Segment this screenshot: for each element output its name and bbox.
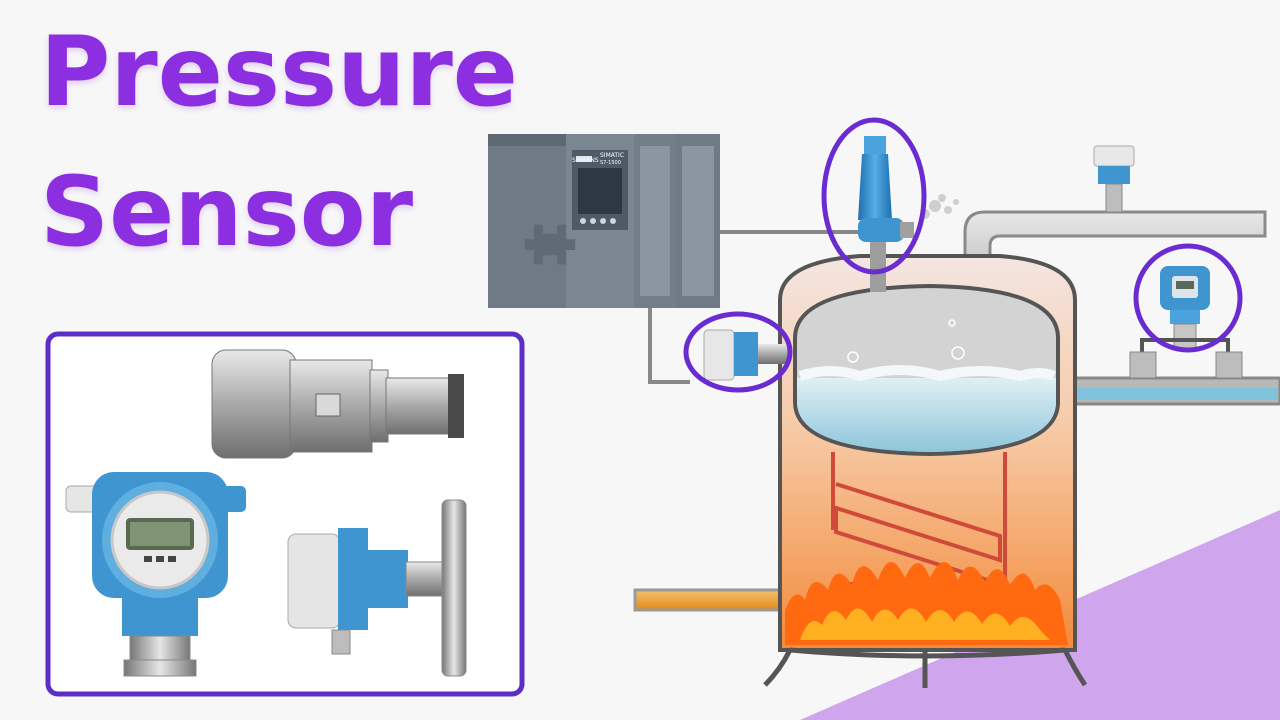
- steam-pipe: [963, 210, 1267, 294]
- flame-icon: [785, 561, 1068, 645]
- plc-brand-label: SIEMENS: [572, 157, 599, 164]
- tank-pressure-sensor-icon: [703, 329, 788, 381]
- sensor-types-inset: [45, 331, 525, 697]
- pressure-transmitter-icon: [1129, 266, 1243, 379]
- water-pipe: [1046, 376, 1280, 406]
- sensor-highlight-ring: [683, 311, 793, 393]
- fuel-pipe: [633, 588, 787, 612]
- digital-pressure-transmitter-icon: [65, 472, 246, 677]
- plc-model-line-2: S7-1500: [600, 160, 621, 166]
- title-line-1: Pressure: [40, 16, 518, 128]
- boiler-tank-icon: [763, 254, 1088, 688]
- threaded-pressure-sensor-icon: [211, 349, 464, 459]
- valve-highlight-ring: [821, 117, 927, 275]
- signal-wires: [648, 230, 860, 384]
- pipe-pressure-gauge-icon: [1093, 145, 1135, 213]
- plc-controller-icon: SIEMENS SIMATIC S7-1500: [488, 134, 720, 308]
- title-line-2: Sensor: [40, 156, 414, 268]
- pressure-relief-valve-icon: [858, 136, 959, 292]
- flange-pressure-sensor-icon: [287, 499, 467, 677]
- transmitter-highlight-ring: [1133, 243, 1243, 353]
- highlight-rings: [683, 117, 1243, 393]
- plc-model-line-1: SIMATIC: [600, 152, 624, 159]
